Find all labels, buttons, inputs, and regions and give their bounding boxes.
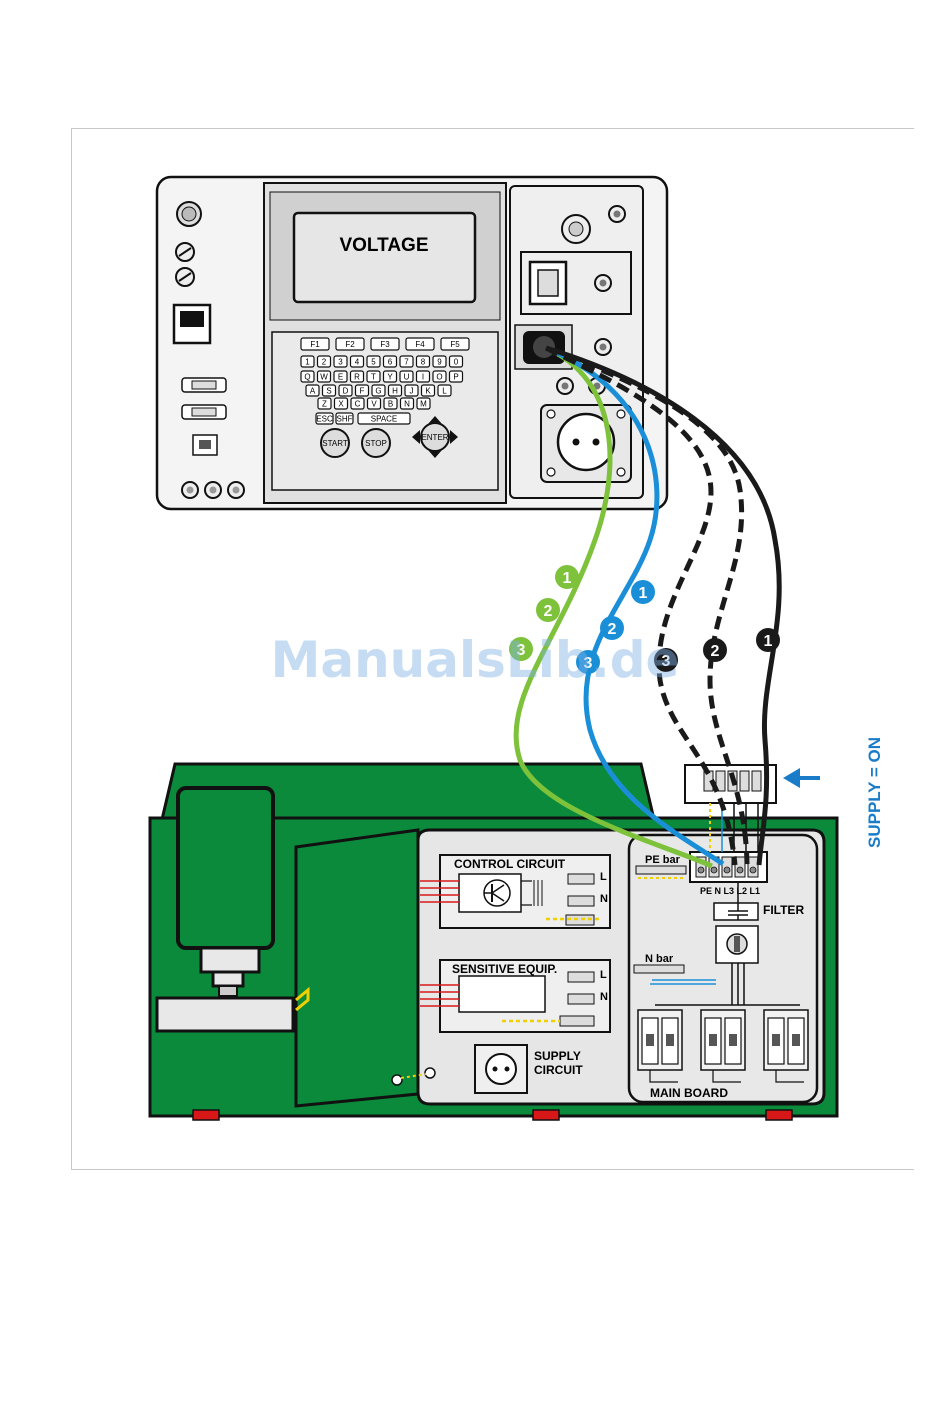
arrow-left-icon: [783, 768, 800, 788]
n-terminal-label: N: [600, 991, 608, 1003]
function-key-f4-label: F4: [415, 340, 425, 349]
key-u-label: U: [404, 373, 410, 382]
main-board-label: MAIN BOARD: [650, 1086, 728, 1100]
breaker-toggle: [772, 1034, 780, 1046]
stop-label: STOP: [365, 439, 387, 448]
key-v-label: V: [371, 400, 377, 409]
key-3-label: 3: [338, 358, 343, 367]
key-1-label: 1: [305, 358, 310, 367]
key-d-label: D: [343, 387, 349, 396]
lcd-display: [294, 213, 475, 302]
sensitive-equip-label: SENSITIVE EQUIP.: [452, 962, 557, 976]
n-terminal-label: N: [600, 893, 608, 905]
lead-badge-label: 1: [639, 585, 648, 602]
function-key-f1-label: F1: [310, 340, 320, 349]
key-x-label: X: [338, 400, 344, 409]
lead-badge-label: 1: [563, 570, 572, 587]
key-n-label: N: [404, 400, 410, 409]
breaker-toggle: [646, 1034, 654, 1046]
space-key-label: SPACE: [371, 415, 398, 424]
key-g-label: G: [375, 387, 381, 396]
breaker-toggle: [792, 1034, 800, 1046]
display-text: VOLTAGE: [339, 235, 428, 256]
key-r-label: R: [354, 373, 360, 382]
esc-key-label: ESC: [316, 415, 333, 424]
supply-circuit-label-2: CIRCUIT: [534, 1063, 583, 1077]
key-f-label: F: [360, 387, 365, 396]
lead-badge-label: 2: [711, 643, 720, 660]
terminal-screw-icon: [698, 867, 704, 873]
key-2-label: 2: [322, 358, 327, 367]
key-6-label: 6: [388, 358, 393, 367]
tester-instrument: VOLTAGE F1 F2 F3 F4 F5 1 2 3 4 5 6 7 8 9 0Q W E R T Y U I O P A S…: [157, 177, 667, 509]
key-b-label: B: [388, 400, 393, 409]
breaker-toggle: [729, 1034, 737, 1046]
terminal-screw-icon: [737, 867, 743, 873]
work-table: [157, 998, 293, 1031]
l-terminal-label: L: [600, 871, 607, 883]
function-key-f2-label: F2: [345, 340, 355, 349]
key-a-label: A: [310, 387, 316, 396]
key-0-label: 0: [454, 358, 459, 367]
key-i-label: I: [422, 373, 424, 382]
enter-label: ENTER: [421, 433, 448, 442]
lead-badge-label: 1: [764, 633, 773, 650]
key-9-label: 9: [437, 358, 442, 367]
n-bar-label: N bar: [645, 953, 674, 965]
shift-key-label: SHF: [337, 415, 353, 424]
lead-badge-label: 2: [544, 603, 553, 620]
machine-under-test: CONTROL CIRCUIT L N SENSITIVE EQUIP. L N…: [150, 764, 837, 1120]
key-k-label: K: [425, 387, 431, 396]
control-circuit-label: CONTROL CIRCUIT: [454, 857, 566, 871]
pe-bar: [636, 866, 686, 874]
key-e-label: E: [338, 373, 343, 382]
terminal-labels: PE N L3 L2 L1: [700, 886, 760, 896]
supply-on-label: SUPPLY = ON: [865, 737, 884, 848]
inlet-terminal-cell: [752, 771, 761, 791]
key-w-label: W: [320, 373, 328, 382]
key-7-label: 7: [404, 358, 409, 367]
key-y-label: Y: [387, 373, 393, 382]
pe-bar-label: PE bar: [645, 854, 681, 866]
key-s-label: S: [326, 387, 331, 396]
l-terminal-label: L: [600, 969, 607, 981]
key-8-label: 8: [421, 358, 426, 367]
ground-screw-icon: [425, 1068, 435, 1078]
inlet-terminal-cell: [740, 771, 749, 791]
key-q-label: Q: [304, 373, 310, 382]
key-t-label: T: [371, 373, 376, 382]
key-h-label: H: [392, 387, 398, 396]
spindle-head: [178, 788, 273, 948]
key-j-label: J: [410, 387, 414, 396]
key-p-label: P: [453, 373, 458, 382]
breaker-toggle: [709, 1034, 717, 1046]
key-o-label: O: [436, 373, 442, 382]
terminal-screw-icon: [750, 867, 756, 873]
key-4-label: 4: [355, 358, 360, 367]
function-key-f5-label: F5: [450, 340, 460, 349]
key-z-label: Z: [322, 400, 327, 409]
start-label: START: [322, 439, 348, 448]
terminal-screw-icon: [724, 867, 730, 873]
terminal-screw-icon: [711, 867, 717, 873]
key-l-label: L: [442, 387, 447, 396]
function-key-f3-label: F3: [380, 340, 390, 349]
breaker-toggle: [666, 1034, 674, 1046]
n-bar: [634, 965, 684, 973]
supply-circuit-label-1: SUPPLY: [534, 1049, 581, 1063]
watermark: ManualsLib.de: [271, 631, 680, 689]
key-c-label: C: [355, 400, 361, 409]
key-5-label: 5: [371, 358, 376, 367]
cabinet-door: [296, 830, 418, 1106]
filter-label: FILTER: [763, 903, 804, 917]
key-m-label: M: [420, 400, 427, 409]
ground-screw-icon: [392, 1075, 402, 1085]
